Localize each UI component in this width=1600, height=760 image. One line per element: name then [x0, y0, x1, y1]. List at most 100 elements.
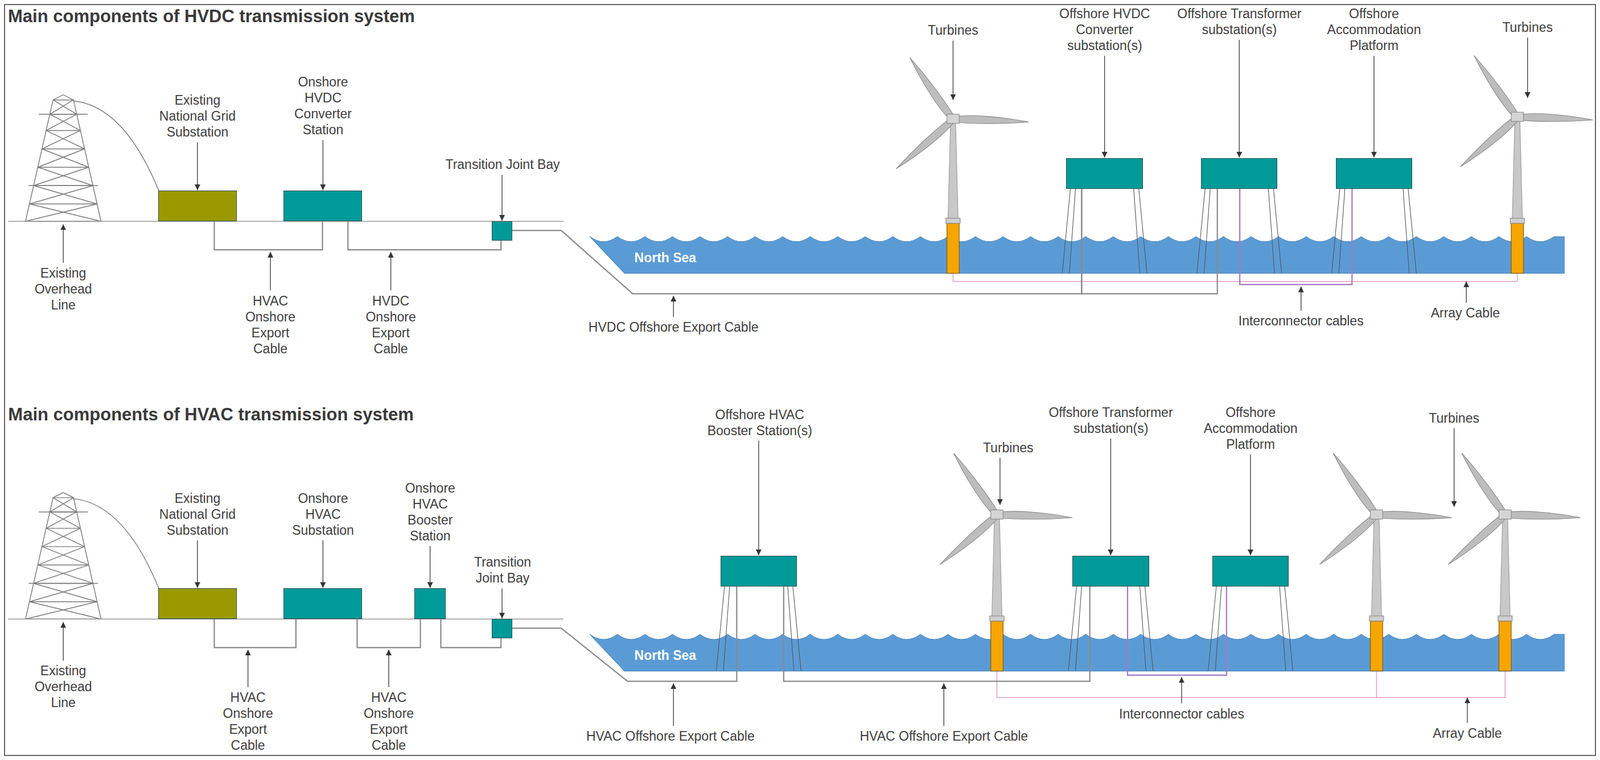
grid-substation-box: Existing National Grid Substation — [158, 190, 237, 222]
transition-piece — [945, 218, 961, 224]
section-heading: Main components of HVAC transmission sys… — [7, 404, 723, 426]
leader-arrow — [758, 441, 759, 556]
substation-box: Offshore HVAC Booster Station(s) — [720, 556, 797, 587]
substation-box: Offshore Accommodation Platform — [1212, 556, 1289, 587]
label-block: Turbines — [902, 22, 1005, 39]
transition-piece — [1510, 218, 1525, 224]
callout-label: Turbines — [902, 22, 1005, 39]
turbine-blade — [1376, 511, 1453, 522]
label-block: North Sea — [603, 647, 727, 664]
node-label: Transition Joint Bay — [431, 156, 575, 173]
substation-box: Offshore Transformer substation(s) — [1200, 158, 1278, 189]
leader-arrow — [1466, 697, 1468, 723]
drawing — [7, 53, 1593, 698]
callout-label: Array Cable — [1399, 305, 1532, 322]
callout-label: HVAC Onshore Export Cable — [354, 689, 424, 754]
callout-label: HVAC Offshore Export Cable — [811, 728, 1077, 745]
frame — [4, 4, 1596, 756]
leader-arrow — [1465, 281, 1467, 303]
leader-arrow — [1239, 39, 1240, 158]
turbine-blade — [952, 114, 1029, 126]
leader-arrow — [673, 683, 674, 727]
component-label: Offshore Transformer substation(s) — [1170, 5, 1308, 38]
platform-jacket — [716, 586, 801, 672]
callout-label: HVDC Onshore Export Cable — [356, 293, 426, 357]
component-label: Offshore HVDC Converter substation(s) — [1054, 5, 1155, 54]
wind-turbine — [1317, 451, 1453, 672]
substation-box: Onshore HVAC Substation — [283, 588, 363, 620]
cable-connector — [783, 586, 1091, 682]
component-label: Offshore Accommodation Platform — [1199, 404, 1302, 453]
turbine-blade — [1458, 451, 1508, 518]
substation-box: Onshore HVAC Booster Station — [414, 588, 447, 620]
turbine-foundation — [990, 621, 1004, 672]
cable-connector — [1081, 188, 1217, 295]
wind-turbine — [894, 55, 1030, 274]
substation-box: Offshore Accommodation Platform — [1335, 158, 1413, 189]
leader-arrow — [1300, 286, 1302, 312]
leader-arrow — [1453, 428, 1455, 508]
nacelle — [947, 114, 960, 124]
callout-label: HVAC Onshore Export Cable — [235, 293, 306, 357]
substation-box: Onshore HVDC Converter Station — [283, 190, 363, 222]
callout-label: Interconnector cables — [1069, 706, 1294, 723]
transition-piece — [989, 616, 1005, 622]
platform-jacket — [1331, 188, 1417, 274]
turbine-foundation — [1511, 223, 1524, 274]
component-label: Transition Joint Bay — [431, 156, 575, 173]
turbine-blade — [906, 55, 956, 122]
leader-arrow — [501, 174, 503, 221]
label-block: Array Cable — [1399, 305, 1532, 322]
component-label: Offshore Transformer substation(s) — [1042, 404, 1179, 437]
substation-box: Offshore HVDC Converter substation(s) — [1066, 158, 1143, 189]
turbine-tower — [1371, 519, 1382, 620]
callout-label: Interconnector cables — [1189, 313, 1414, 329]
array-cable-line — [996, 671, 1505, 699]
turbine-blade — [949, 451, 1000, 518]
cable-connector — [1239, 188, 1352, 286]
cable-connector — [356, 619, 421, 648]
leader-arrow — [196, 142, 198, 191]
node-label: Offshore Transformer substation(s) — [1170, 5, 1308, 38]
leader-arrow — [1181, 677, 1182, 704]
leader-arrow — [322, 540, 324, 589]
component-label: Offshore Accommodation Platform — [1322, 5, 1425, 54]
callout-label: HVDC Offshore Export Cable — [540, 319, 806, 336]
substation-box: Transition Joint Bay — [491, 221, 513, 241]
cable-connector — [512, 188, 1082, 295]
grid-substation-box: Existing National Grid Substation — [158, 588, 237, 620]
leader-arrow — [269, 252, 271, 291]
turbine-tower — [1512, 121, 1523, 222]
nacelle — [1499, 509, 1512, 520]
nacelle — [990, 509, 1004, 520]
leader-arrow — [62, 622, 64, 662]
node-label: Existing National Grid Substation — [151, 92, 244, 141]
turbine-blade — [1329, 451, 1380, 518]
label-block: Turbines — [957, 439, 1060, 456]
component-label: Existing National Grid Substation — [151, 490, 244, 539]
turbine-foundation — [1370, 621, 1384, 672]
label-block: HVAC Offshore Export Cable — [537, 728, 804, 745]
label-block: HVAC Onshore Export Cable — [213, 689, 283, 754]
turbine-tower — [947, 123, 958, 222]
cable-connector — [1127, 586, 1227, 676]
component-label: Transition Joint Bay — [470, 554, 534, 587]
label-block: Turbines — [1476, 19, 1579, 36]
callout-label: Turbines — [1476, 19, 1579, 36]
label-block: Turbines — [1403, 410, 1505, 427]
cable-connector — [347, 221, 501, 250]
turbine-blade — [1470, 53, 1520, 120]
label-block: Interconnector cables — [1069, 706, 1294, 723]
turbine-blade — [996, 511, 1073, 522]
platform-jacket — [1068, 586, 1154, 672]
leader-arrow — [429, 546, 431, 589]
label-block: Main components of HVAC transmission sys… — [7, 404, 723, 426]
component-label: Offshore HVAC Booster Station(s) — [702, 406, 817, 439]
sea-name: North Sea — [603, 249, 727, 266]
overhead-wire — [73, 100, 160, 192]
turbine-blade — [1445, 512, 1508, 569]
leader-arrow — [943, 683, 945, 727]
turbine-blade — [1504, 511, 1581, 522]
